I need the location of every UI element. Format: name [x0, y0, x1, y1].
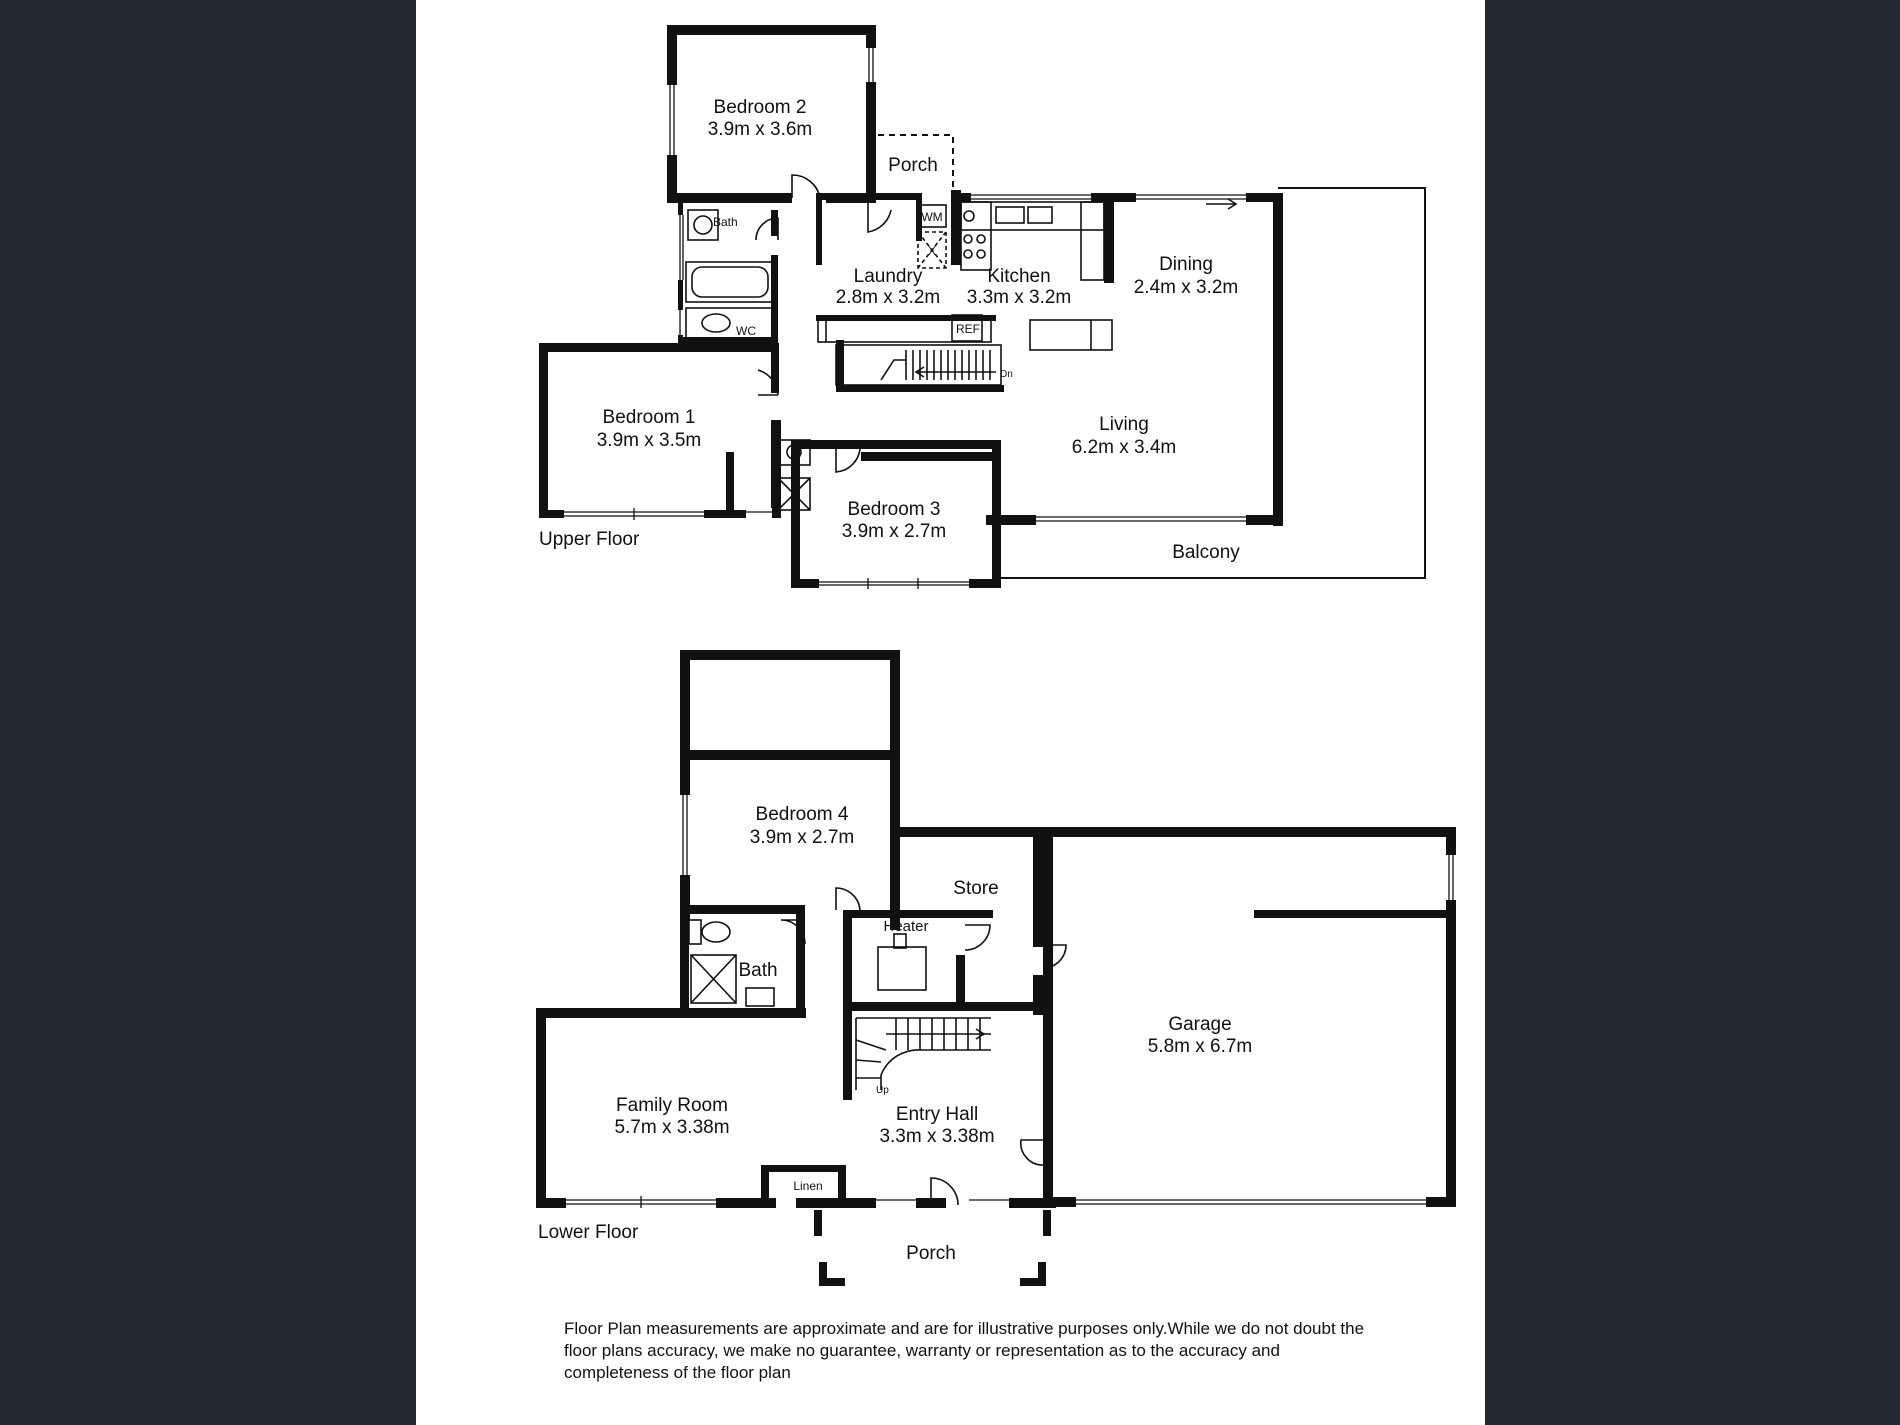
bedroom-3-name: Bedroom 3 — [848, 499, 941, 520]
bedroom-3-windows — [819, 578, 969, 589]
bedroom-1-door — [757, 369, 779, 396]
room-labels: Bedroom 2 3.9m x 3.6m Porch Bath WC Laun… — [538, 97, 1252, 1264]
bedroom-1-windows — [564, 508, 772, 520]
laundry-size: 2.8m x 3.2m — [836, 287, 941, 308]
living-windows — [1036, 513, 1246, 525]
kitchen-name: Kitchen — [987, 266, 1050, 287]
laundry-fixtures — [817, 200, 992, 343]
lower-floor-label: Lower Floor — [538, 1222, 639, 1243]
upper-floor-label: Upper Floor — [539, 529, 640, 550]
balcony-name: Balcony — [1172, 542, 1240, 563]
living-dining-walls — [986, 193, 1283, 526]
upper-porch-outline — [878, 134, 954, 190]
balcony-outline — [1001, 187, 1426, 579]
lower-bath-name: Bath — [738, 960, 777, 981]
stair-up-label: Up — [876, 1085, 889, 1096]
bedroom-2-name: Bedroom 2 — [714, 97, 807, 118]
lower-stair — [855, 1017, 991, 1090]
living-name: Living — [1099, 414, 1149, 435]
bedroom-3-size: 3.9m x 2.7m — [842, 521, 947, 542]
front-door — [930, 1177, 959, 1206]
upper-bath-name: Bath — [713, 215, 738, 229]
garage-size: 5.8m x 6.7m — [1148, 1036, 1253, 1057]
bedroom-4-name: Bedroom 4 — [756, 804, 849, 825]
dining-name: Dining — [1159, 254, 1213, 275]
lower-bath-fixtures — [688, 919, 806, 1007]
bedroom-2-door — [791, 174, 821, 199]
bedroom-4-window — [679, 795, 691, 875]
wc-name: WC — [736, 324, 756, 338]
laundry-walls — [816, 193, 1004, 392]
garage-name: Garage — [1168, 1014, 1231, 1035]
lower-top-store-walls — [680, 650, 900, 930]
lower-floor-plan — [536, 650, 1457, 1286]
family-room-name: Family Room — [616, 1095, 728, 1116]
dryer-label: X — [928, 244, 936, 258]
entry-hall-size: 3.3m x 3.38m — [879, 1126, 994, 1147]
living-size: 6.2m x 3.4m — [1072, 437, 1177, 458]
bedroom-1-name: Bedroom 1 — [603, 407, 696, 428]
bedroom-2-size: 3.9m x 3.6m — [708, 119, 813, 140]
kitchen-size: 3.3m x 3.2m — [967, 287, 1072, 308]
heater-name: Heater — [883, 918, 928, 935]
stair-down-label: Dn — [1000, 369, 1013, 380]
bedroom-4-door — [835, 887, 861, 911]
garage-entry-door — [1020, 1139, 1044, 1166]
bedroom-1-size: 3.9m x 3.5m — [597, 430, 702, 451]
dining-size: 2.4m x 3.2m — [1134, 277, 1239, 298]
linen-name: Linen — [793, 1179, 822, 1193]
disclaimer-text: Floor Plan measurements are approximate … — [564, 1319, 1365, 1382]
garage-door — [1076, 1196, 1426, 1208]
floor-plan-sheet: Bedroom 2 3.9m x 3.6m Porch Bath WC Laun… — [416, 0, 1485, 1425]
store-name: Store — [953, 878, 998, 899]
garage-window — [1445, 855, 1457, 900]
store-heater-walls — [843, 827, 1456, 1207]
kitchen-windows — [971, 191, 1091, 203]
upper-porch-name: Porch — [888, 155, 938, 176]
garage-walls — [1043, 827, 1456, 1207]
upper-stair — [835, 344, 1002, 386]
washing-machine-label: WM — [921, 210, 942, 224]
entry-hall-name: Entry Hall — [896, 1104, 978, 1125]
linen-cupboard — [761, 1165, 846, 1205]
fridge-label: REF — [956, 322, 980, 336]
lower-bath-walls — [680, 905, 805, 1010]
lower-porch-name: Porch — [906, 1243, 956, 1264]
dining-windows — [1136, 191, 1246, 210]
lower-porch-pillars — [814, 1210, 1051, 1286]
family-room-windows — [566, 1196, 1009, 1208]
upper-bath-fixtures — [685, 209, 779, 339]
upper-floor-plan — [539, 25, 1426, 589]
bedroom-2-windows — [666, 48, 877, 155]
bedroom-4-size: 3.9m x 2.7m — [750, 827, 855, 848]
floor-plan-drawing: Bedroom 2 3.9m x 3.6m Porch Bath WC Laun… — [536, 25, 1457, 1286]
family-room-size: 5.7m x 3.38m — [614, 1117, 729, 1138]
laundry-name: Laundry — [854, 266, 923, 287]
bedroom-3-door — [835, 448, 861, 473]
